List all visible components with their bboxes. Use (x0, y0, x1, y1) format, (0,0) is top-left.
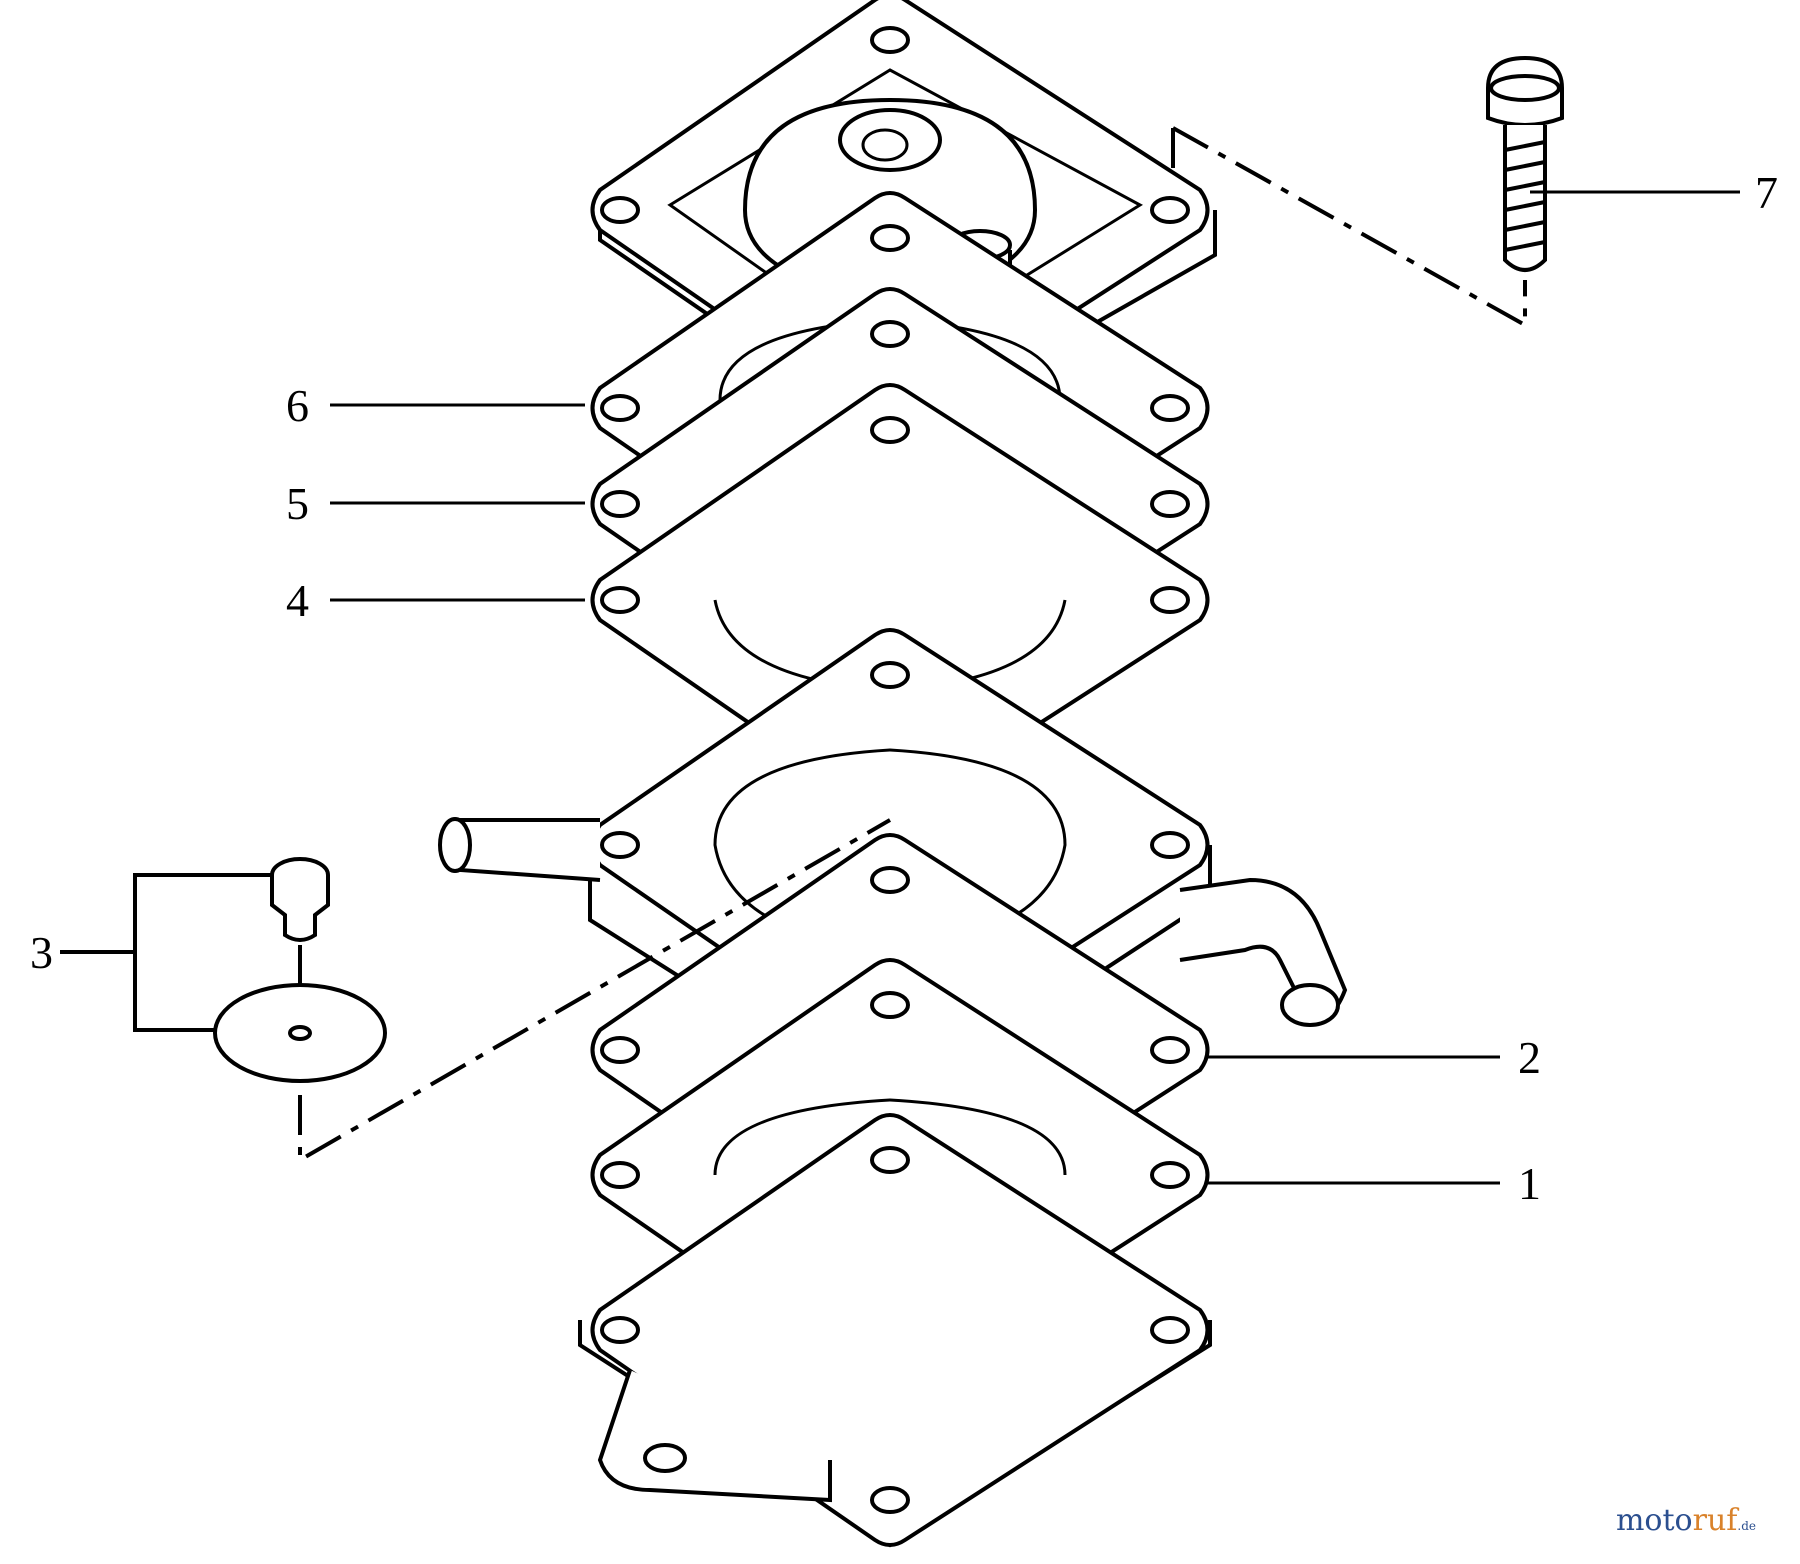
screw-centerline (1171, 126, 1527, 329)
diaphragm-part-1 (590, 958, 1210, 1392)
pump-bottom-cover (578, 1113, 1212, 1548)
callout-1: 1 (1518, 1158, 1541, 1209)
watermark-logo: motoruf.de (1615, 1503, 1756, 1538)
callout-5: 5 (286, 478, 309, 529)
callout-7: 7 (1755, 167, 1778, 218)
callout-6: 6 (286, 380, 309, 431)
callout-3: 3 (30, 927, 53, 978)
valve-part-3 (213, 857, 387, 1083)
screw-part-7 (1486, 55, 1564, 272)
callout-2: 2 (1518, 1032, 1541, 1083)
callout-4: 4 (286, 575, 309, 626)
leader-lines (330, 190, 1740, 1185)
valve-centerline (298, 818, 891, 1164)
valve-bracket (60, 873, 272, 1032)
